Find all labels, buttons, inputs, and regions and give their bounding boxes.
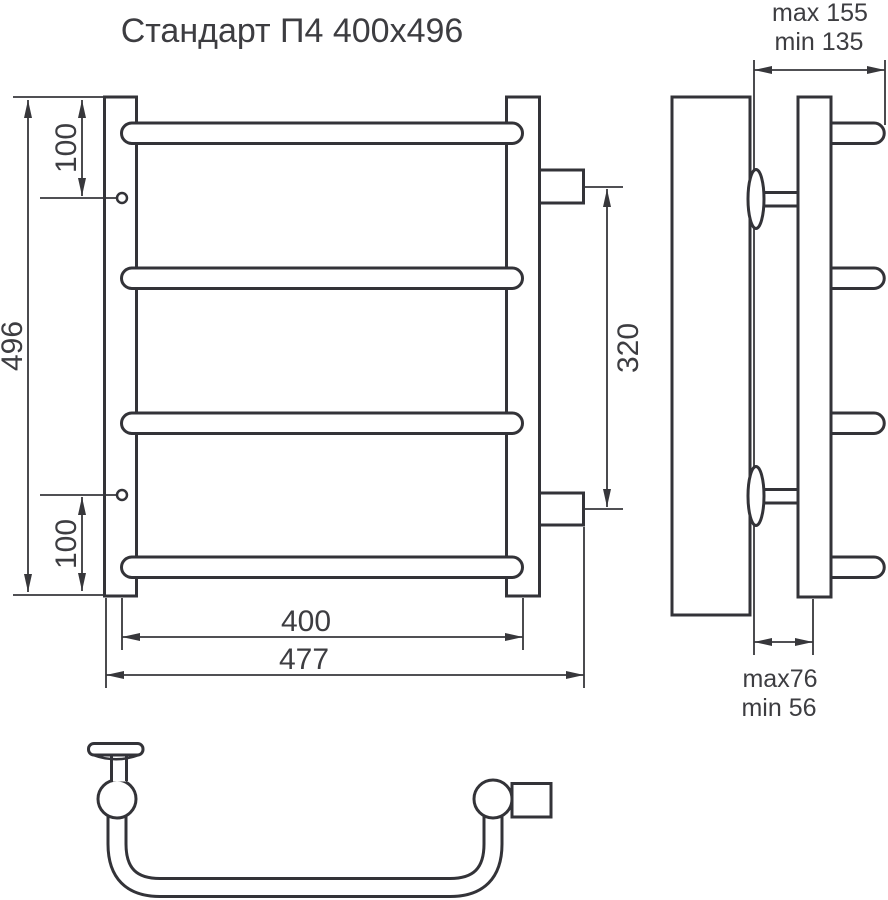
top-view-right-post-section: [472, 778, 514, 820]
top-view-fitting: [510, 782, 553, 819]
dim-label-height: 496: [0, 321, 29, 371]
side-view-dimensions: max 155 min 135 max76 min 56: [741, 0, 886, 722]
top-view-tube-outline: [106, 803, 504, 898]
top-view-bracket-flange: [87, 742, 145, 757]
front-left-post: [103, 95, 138, 598]
front-rung-4: [120, 555, 524, 579]
dim-label-bottom-offset: 100: [50, 519, 83, 569]
mount-hole-bottom: [115, 488, 129, 502]
side-rung-4: [829, 555, 886, 579]
dim-label-offset-min: min 56: [741, 694, 816, 722]
front-top-fitting: [538, 168, 585, 205]
dim-label-depth-min: min 135: [775, 28, 864, 56]
dim-label-connection-spacing: 320: [612, 323, 645, 373]
bracket-flange-bottom: [746, 465, 766, 527]
front-rung-2: [120, 266, 524, 290]
side-rung-3: [829, 411, 886, 435]
wall-section: [670, 95, 752, 617]
dim-label-rail-width: 400: [281, 605, 331, 638]
mount-hole-top: [115, 191, 129, 205]
front-rung-3: [120, 411, 524, 435]
top-view-left-post-section: [96, 778, 138, 820]
top-view-tube-bore: [109, 803, 501, 895]
dim-label-overall-width: 477: [279, 643, 329, 676]
front-bottom-fitting: [538, 491, 585, 527]
front-view: [103, 95, 585, 598]
front-right-post: [505, 95, 541, 598]
side-rung-1: [829, 121, 886, 145]
front-rung-1: [120, 121, 524, 145]
side-rung-2: [829, 266, 886, 290]
top-view: [87, 742, 553, 898]
side-post: [796, 95, 833, 599]
dim-label-depth-max: max 155: [772, 0, 868, 27]
bracket-flange-top: [746, 168, 766, 230]
top-view-flange-curve: [92, 753, 140, 761]
dim-label-offset-max: max76: [742, 665, 817, 693]
dim-label-top-offset: 100: [50, 123, 83, 173]
drawing-title: Стандарт П4 400x496: [121, 12, 464, 50]
front-view-dimensions: 496 100 100 320 400 477: [0, 96, 645, 688]
side-view: [670, 60, 886, 655]
